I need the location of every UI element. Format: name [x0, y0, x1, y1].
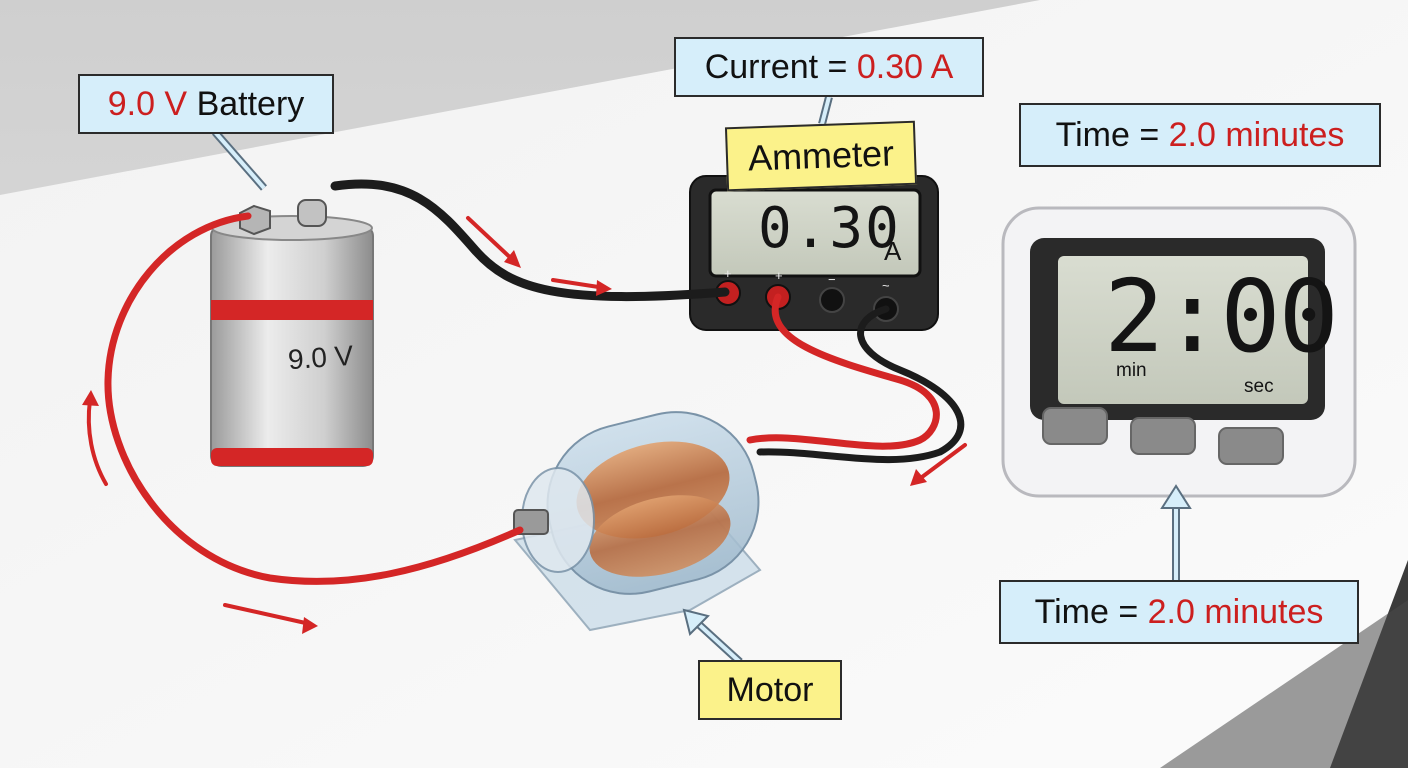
- motor: [513, 411, 762, 632]
- timer-button-right: [1218, 427, 1284, 465]
- battery-label-value: 9.0 V: [107, 84, 188, 123]
- wire-ammeter-to-motor-red: [746, 293, 940, 450]
- time-label-bottom-value: 2.0 minutes: [1147, 592, 1324, 631]
- ammeter-terminal-mark-3: −: [828, 272, 836, 287]
- battery: [210, 199, 374, 467]
- battery-stripe-bottom: [211, 448, 373, 466]
- time-label-bottom-prefix: Time =: [1034, 592, 1148, 631]
- flow-arrow-5: [86, 398, 108, 486]
- timer-button-left: [1042, 407, 1108, 445]
- timer-unit-sec: sec: [1244, 376, 1274, 397]
- battery-stripe-top: [211, 300, 373, 320]
- wire-ammeter-to-motor-black: [756, 305, 965, 464]
- motor-label: Motor: [698, 660, 842, 720]
- battery-label-name: Battery: [196, 84, 305, 123]
- timer-display: 2:00: [1104, 258, 1339, 375]
- flow-arrow-1: [466, 216, 517, 264]
- ammeter-display-unit: A: [884, 236, 902, 266]
- wire-battery-to-ammeter: [330, 179, 730, 302]
- wire-battery-to-motor: [104, 212, 524, 585]
- ammeter-terminal-mark-4: ~: [882, 278, 890, 293]
- flow-arrow-4: [223, 603, 312, 626]
- ammeter-jack-3: [819, 287, 845, 313]
- ammeter-terminal-mark-2: +: [775, 268, 783, 283]
- ammeter-lcd: [708, 188, 922, 278]
- ammeter: [689, 175, 939, 331]
- callout-pointers: [211, 95, 1192, 665]
- ammeter-title-label: Ammeter: [724, 120, 918, 192]
- timer-button-middle: [1130, 417, 1196, 455]
- time-label-top: Time = 2.0 minutes: [1019, 103, 1381, 167]
- flow-arrow-2: [551, 278, 607, 290]
- ammeter-display-value: 0.30: [758, 196, 901, 261]
- time-label-top-value: 2.0 minutes: [1168, 115, 1345, 154]
- ammeter-terminal-mark-1: +: [724, 266, 732, 281]
- time-label-bottom: Time = 2.0 minutes: [999, 580, 1359, 644]
- battery-label: 9.0 V Battery: [78, 74, 334, 134]
- battery-body-text: 9.0 V: [286, 339, 355, 376]
- timer-unit-min: min: [1116, 360, 1147, 381]
- current-label-value: 0.30 A: [856, 47, 954, 86]
- time-label-top-prefix: Time =: [1055, 115, 1169, 154]
- motor-coil-bottom: [589, 495, 731, 577]
- timer-lcd: [1058, 256, 1308, 404]
- current-label-prefix: Current =: [704, 47, 857, 86]
- current-flow-arrows: [82, 216, 967, 634]
- current-label: Current = 0.30 A: [674, 37, 984, 97]
- flow-arrow-3: [916, 443, 967, 482]
- battery-terminal-positive: [297, 199, 327, 227]
- timer: [1001, 206, 1357, 498]
